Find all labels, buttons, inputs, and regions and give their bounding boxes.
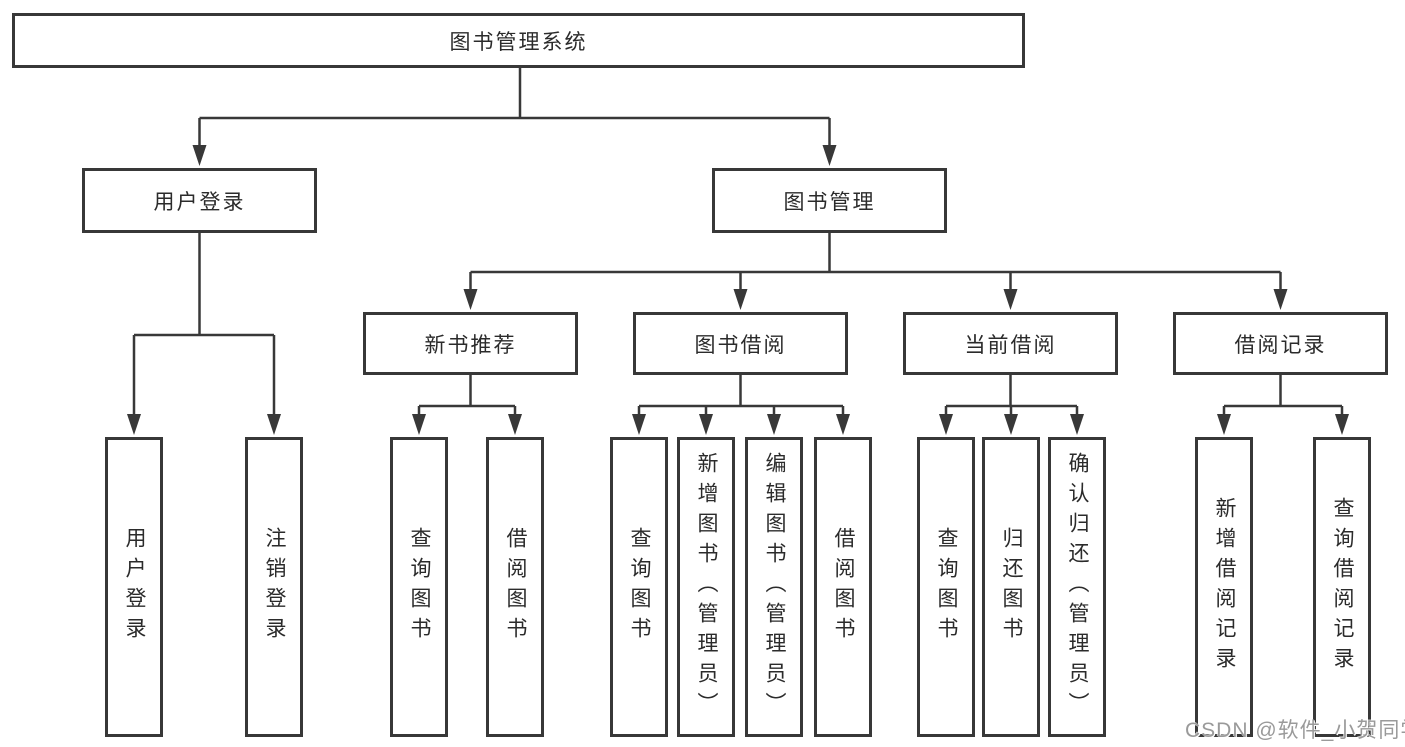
leaf-edit-book-admin: 编辑图书（管理员） [745, 437, 803, 737]
leaf-query-book-3: 查询图书 [917, 437, 975, 737]
leaf-query-borrow-record: 查询借阅记录 [1313, 437, 1371, 737]
leaf-user-login: 用户登录 [105, 437, 163, 737]
node-book-management: 图书管理 [712, 168, 947, 233]
node-borrow-records: 借阅记录 [1173, 312, 1388, 375]
leaf-add-book-admin: 新增图书（管理员） [677, 437, 735, 737]
leaf-user-logout: 注销登录 [245, 437, 303, 737]
leaf-add-borrow-record: 新增借阅记录 [1195, 437, 1253, 737]
leaf-borrow-book-2: 借阅图书 [814, 437, 872, 737]
node-current-borrow: 当前借阅 [903, 312, 1118, 375]
node-new-book-recommend: 新书推荐 [363, 312, 578, 375]
leaf-query-book-2: 查询图书 [610, 437, 668, 737]
csdn-watermark: CSDN @软件_小贺同学 [1185, 719, 1405, 742]
leaf-borrow-book-1: 借阅图书 [486, 437, 544, 737]
leaf-query-book-1: 查询图书 [390, 437, 448, 737]
node-user-login: 用户登录 [82, 168, 317, 233]
leaf-return-book: 归还图书 [982, 437, 1040, 737]
leaf-confirm-return-admin: 确认归还（管理员） [1048, 437, 1106, 737]
node-root-system: 图书管理系统 [12, 13, 1025, 68]
node-book-borrow: 图书借阅 [633, 312, 848, 375]
